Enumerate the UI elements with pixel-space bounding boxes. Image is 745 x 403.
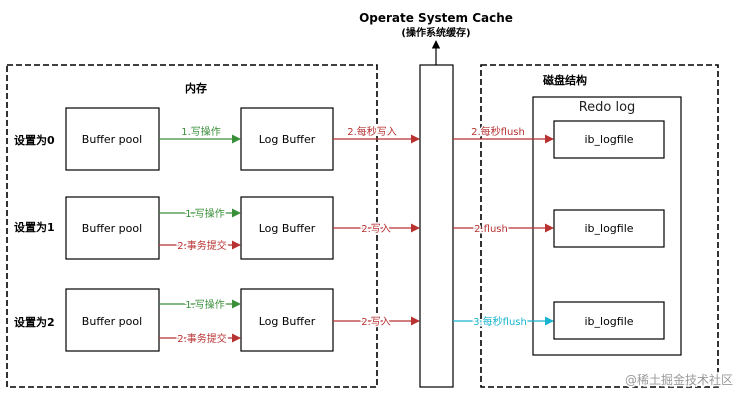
log-buffer-2-label: Log Buffer	[259, 315, 316, 328]
commit-label-1: 2.事务提交	[177, 239, 227, 252]
buffer-pool-2-label: Buffer pool	[82, 315, 142, 328]
redo-log-label: Redo log	[579, 100, 636, 115]
write-label-1: 1.写操作	[185, 207, 225, 220]
setting-1-label: 设置为1	[14, 220, 55, 234]
commit-label-2: 2.事务提交	[177, 332, 227, 345]
memory-region	[6, 64, 378, 388]
log-buffer-1-label: Log Buffer	[259, 222, 316, 235]
buffer-pool-0-label: Buffer pool	[82, 133, 142, 146]
log-buffer-0-label: Log Buffer	[259, 133, 316, 146]
ib-logfile-1	[553, 209, 665, 248]
redo-log-box	[532, 96, 682, 356]
cache-title: Operate System Cache	[359, 11, 513, 25]
flush-label-1: 2.flush	[474, 224, 508, 235]
ib-logfile-2-label: ib_logfile	[584, 315, 633, 328]
setting-2-label: 设置为2	[14, 315, 55, 329]
cache-label-1: 2.写入	[361, 223, 391, 235]
cache-label-0: 2.每秒写入	[347, 125, 397, 138]
flush-label-0: 2.每秒flush	[471, 125, 525, 138]
disk-label: 磁盘结构	[543, 73, 587, 87]
ib-logfile-1-label: ib_logfile	[584, 222, 633, 235]
ib-logfile-0-label: ib_logfile	[584, 133, 633, 146]
os-cache-column	[419, 64, 454, 388]
buffer-pool-1-label: Buffer pool	[82, 222, 142, 235]
setting-0-label: 设置为0	[14, 133, 55, 147]
buffer-pool-0	[65, 107, 160, 171]
watermark-text: @稀土掘金技术社区	[625, 372, 733, 387]
memory-label: 内存	[185, 81, 207, 95]
flush-label-2: 3.每秒flush	[473, 315, 527, 328]
write-label-0: 1.写操作	[181, 125, 221, 138]
disk-region	[480, 64, 719, 388]
log-buffer-1	[240, 196, 334, 260]
write-label-2: 1.写操作	[185, 298, 225, 311]
log-buffer-2	[240, 288, 334, 352]
ib-logfile-2	[553, 301, 665, 340]
ib-logfile-0	[553, 120, 665, 159]
cache-subtitle: (操作系统缓存)	[401, 26, 470, 39]
cache-label-2: 2.写入	[361, 316, 391, 328]
buffer-pool-1	[65, 196, 160, 260]
buffer-pool-2	[65, 288, 160, 352]
